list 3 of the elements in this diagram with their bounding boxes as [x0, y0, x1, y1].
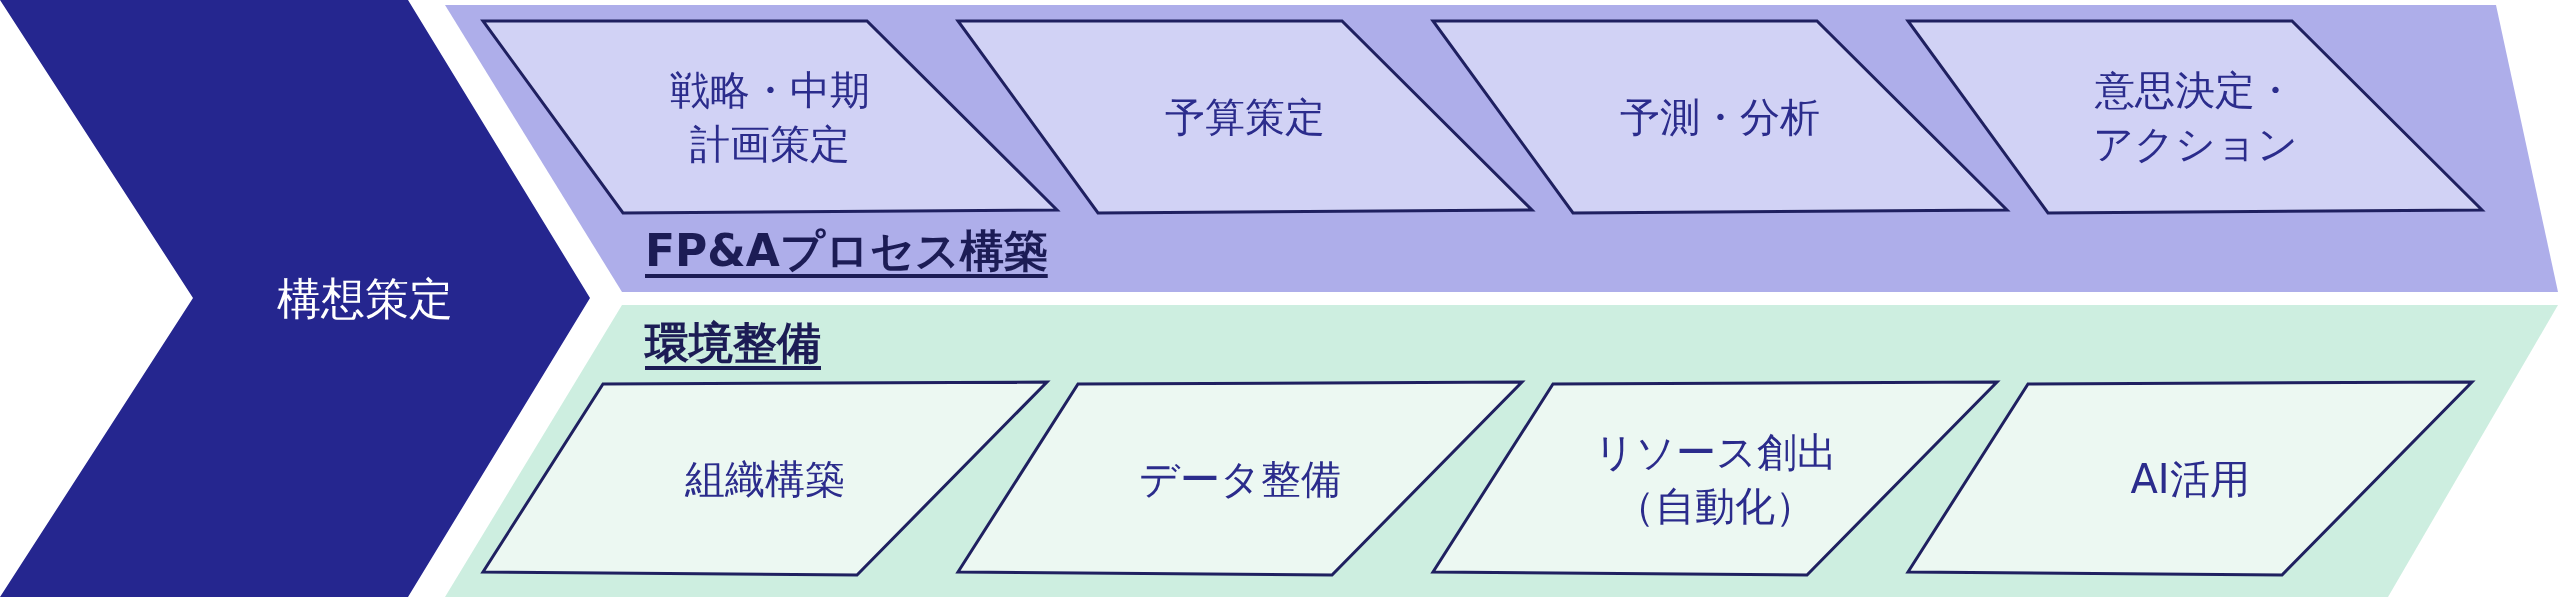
- band-heading: FP&Aプロセス構築: [645, 224, 1048, 278]
- band-heading: 環境整備: [645, 316, 821, 370]
- chevron-shape: 構想策定: [0, 0, 590, 597]
